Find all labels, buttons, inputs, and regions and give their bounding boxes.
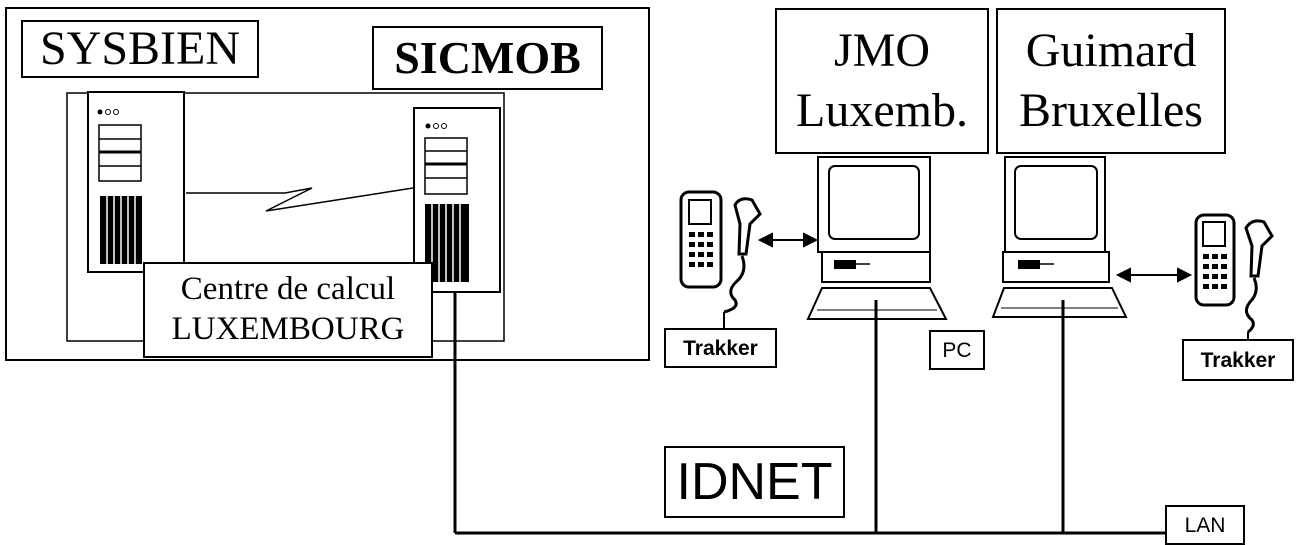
arrow-trakker-to-jmo — [757, 232, 819, 248]
sysbien-label: SYSBIEN — [21, 20, 259, 78]
trakker-right-label: Trakker — [1182, 339, 1294, 381]
client-jmo-line-1: JMO — [833, 24, 931, 77]
lan-label: LAN — [1165, 505, 1245, 545]
pc-jmo-icon — [806, 156, 948, 320]
computing-site-frame — [5, 7, 650, 361]
client-guimard-label: Guimard Bruxelles — [996, 8, 1226, 154]
trakker-left-icon — [679, 190, 762, 330]
idnet-label: IDNET — [664, 446, 845, 518]
sicmob-text: SICMOB — [394, 32, 581, 83]
datacenter-label: Centre de calcul LUXEMBOURG — [143, 262, 433, 358]
server-sicmob-icon — [413, 107, 501, 293]
arrow-guimard-to-trakker — [1115, 267, 1193, 283]
sicmob-label: SICMOB — [372, 26, 603, 90]
client-guimard-line-1: Guimard — [1025, 24, 1197, 77]
trakker-left-label: Trakker — [664, 328, 777, 368]
trakker-left-text: Trakker — [683, 336, 758, 360]
pc-guimard-icon — [991, 156, 1128, 318]
lan-text: LAN — [1184, 513, 1226, 537]
datacenter-line-2: LUXEMBOURG — [171, 311, 405, 347]
pc-label: PC — [929, 330, 985, 370]
client-jmo-label: JMO Luxemb. — [775, 8, 989, 154]
trakker-right-icon — [1194, 213, 1274, 342]
lan-bus — [453, 292, 1165, 535]
client-jmo-line-2: Luxemb. — [796, 84, 968, 137]
trakker-right-text: Trakker — [1200, 348, 1276, 372]
sysbien-text: SYSBIEN — [39, 22, 241, 75]
pc-text: PC — [942, 338, 972, 362]
server-link-line — [186, 187, 414, 212]
client-guimard-line-2: Bruxelles — [1019, 84, 1203, 137]
datacenter-line-1: Centre de calcul — [180, 271, 396, 308]
idnet-text: IDNET — [676, 453, 833, 511]
server-sysbien-icon — [87, 91, 185, 273]
